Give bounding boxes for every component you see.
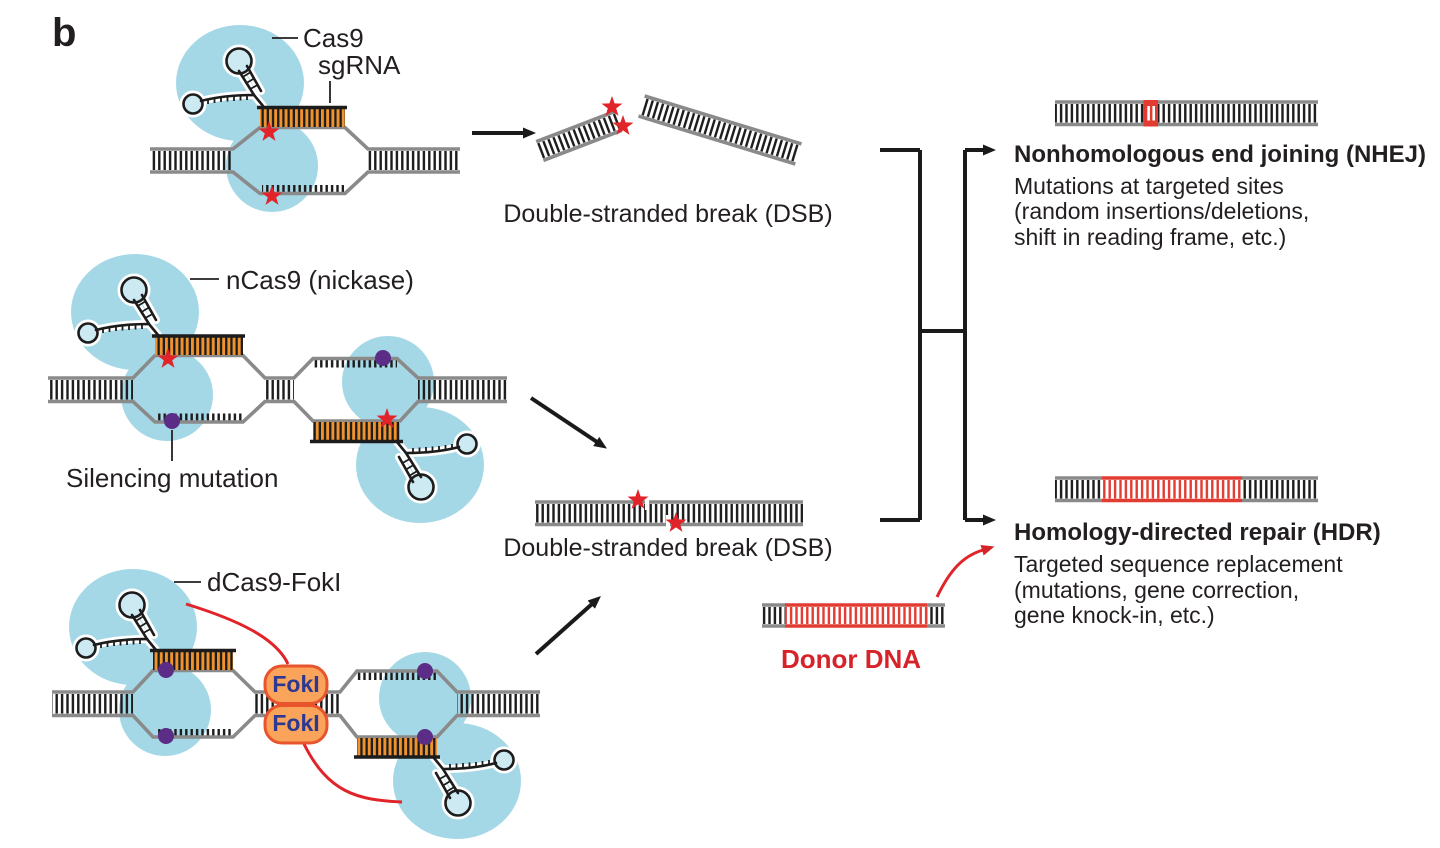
foki-label-top: FokI	[272, 671, 319, 697]
nhej-outcome: Nonhomologous end joining (NHEJ) Mutatio…	[1014, 100, 1426, 250]
nhej-desc-line2: (random insertions/deletions,	[1014, 198, 1309, 224]
panel-letter: b	[52, 11, 76, 55]
hdr-desc-line2: (mutations, gene correction,	[1014, 577, 1299, 603]
foki-linker-bottom	[302, 743, 403, 804]
silencing-mutation-dot	[164, 413, 180, 429]
hdr-desc-line3: gene knock-in, etc.)	[1014, 602, 1215, 628]
hdr-title: Homology-directed repair (HDR)	[1014, 519, 1381, 546]
ncas9-nickase-complex: nCas9 (nickase) Silencing mutation	[48, 254, 507, 523]
donor-homology-region	[785, 607, 927, 624]
dcas9-foki-complex: FokI FokI dCas9-FokI	[52, 567, 540, 839]
dsb-middle-label: Double-stranded break (DSB)	[503, 534, 832, 562]
silencing-mutation-label: Silencing mutation	[66, 463, 278, 493]
nhej-desc-line1: Mutations at targeted sites	[1014, 173, 1284, 199]
foki-domain-top	[263, 664, 329, 705]
donor-dna: Donor DNA	[762, 545, 995, 674]
repair-pathway-bracket	[880, 144, 996, 526]
nhej-indel-site	[1143, 100, 1158, 127]
silencing-mutation-dot	[375, 350, 391, 366]
foki-label-bottom: FokI	[272, 710, 319, 736]
foki-domain-bottom	[263, 704, 329, 745]
arrow-donor-to-hdr	[935, 545, 995, 598]
sgrna-label: sgRNA	[318, 50, 401, 80]
silencing-mutation-dot	[417, 729, 433, 745]
silencing-mutation-dot	[158, 728, 174, 744]
arrow-ncas9-to-dsb	[529, 396, 607, 449]
foki-linker-top	[185, 602, 290, 665]
dna-bottom-strand	[48, 399, 507, 424]
hdr-outcome: Homology-directed repair (HDR) Targeted …	[1014, 475, 1381, 628]
dna-top-strand	[150, 125, 460, 151]
cas9-label: Cas9	[303, 23, 364, 53]
hdr-desc-line1: Targeted sequence replacement	[1014, 551, 1343, 577]
nhej-desc-line3: shift in reading frame, etc.)	[1014, 224, 1286, 250]
silencing-mutation-dot	[158, 662, 174, 678]
dsb-top-label: Double-stranded break (DSB)	[503, 200, 832, 228]
arrow-dcas9-to-dsb	[534, 596, 601, 656]
dna-bottom-strand	[150, 170, 460, 196]
nhej-title: Nonhomologous end joining (NHEJ)	[1014, 141, 1426, 168]
cas9-sgrna-complex: Cas9 sgRNA	[150, 23, 460, 212]
donor-dna-label: Donor DNA	[781, 644, 921, 674]
ncas9-label: nCas9 (nickase)	[226, 265, 414, 295]
dsb-middle: Double-stranded break (DSB)	[503, 489, 833, 562]
dsb-top: Double-stranded break (DSB)	[503, 94, 833, 228]
dcas9-foki-label: dCas9-FokI	[207, 567, 341, 597]
dna-top-strand	[48, 353, 507, 380]
hdr-replaced-sequence	[1102, 480, 1242, 499]
silencing-mutation-dot	[417, 663, 433, 679]
